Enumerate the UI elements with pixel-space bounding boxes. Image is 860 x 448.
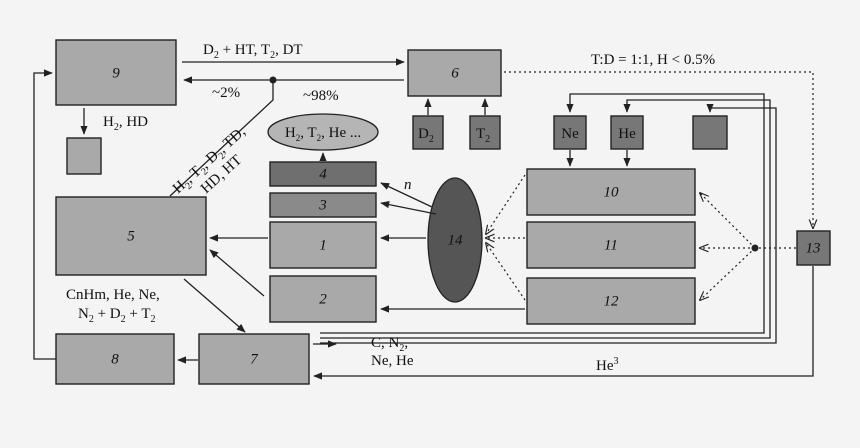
label-outputs-line1: C, N2, — [371, 335, 408, 354]
block-1-label: 1 — [319, 237, 327, 253]
block-13-label: 13 — [806, 240, 821, 256]
label-cnhm-line2: N2 + D2 + T2 — [78, 306, 156, 325]
block-12: 12 — [526, 277, 696, 325]
ellipse-products: H2, T2, He ... — [267, 113, 379, 151]
block-10-label: 10 — [604, 184, 620, 200]
svg-text:D2: D2 — [418, 126, 434, 145]
block-7: 7 — [198, 333, 310, 385]
ellipse-sub-b: 2 — [317, 133, 322, 143]
svg-text:T2: T2 — [476, 126, 490, 145]
source-ne: Ne — [553, 115, 587, 150]
block-8: 8 — [55, 333, 175, 385]
source-t2: T2 — [469, 115, 501, 150]
block-9-label: 9 — [112, 65, 120, 81]
block-6: 6 — [407, 49, 502, 97]
block-2: 2 — [269, 275, 377, 323]
ellipse-label-b: , T — [300, 125, 316, 141]
connectors — [33, 58, 813, 380]
source-t2-label: T — [476, 126, 485, 142]
block-9: 9 — [55, 39, 177, 106]
block-12-label: 12 — [604, 293, 620, 309]
source-he: He — [610, 115, 644, 150]
block-14-label: 14 — [448, 232, 464, 248]
ellipse-sub-a: 2 — [296, 133, 301, 143]
source-he-label: He — [618, 126, 636, 142]
label-h2-hd: H2, HD — [103, 114, 148, 133]
label-outputs-line2: Ne, He — [371, 353, 414, 369]
block-5: 5 — [55, 196, 207, 276]
block-8-label: 8 — [111, 351, 119, 367]
source-d2-label: D — [418, 126, 429, 142]
block-2-label: 2 — [319, 291, 327, 307]
label-ratio: T:D = 1:1, H < 0.5% — [591, 52, 715, 68]
ellipse-label-c: , He ... — [321, 125, 361, 141]
block-1: 1 — [269, 221, 377, 269]
label-pct98: ~98% — [303, 88, 339, 104]
block-14: 14 — [427, 177, 483, 303]
block-small-gray — [66, 137, 102, 175]
block-11-label: 11 — [604, 237, 618, 253]
block-5-label: 5 — [127, 228, 135, 244]
ellipse-label-a: H — [285, 125, 296, 141]
source-d2: D2 — [412, 115, 444, 150]
source-d2-sub: 2 — [429, 134, 434, 145]
svg-text:H2, T2, He ...: H2, T2, He ... — [285, 125, 361, 143]
block-3: 3 — [269, 192, 377, 218]
block-7-label: 7 — [250, 351, 259, 367]
block-6-label: 6 — [451, 65, 459, 81]
label-n: n — [404, 177, 412, 193]
source-unlabeled — [692, 115, 728, 150]
label-he3: He3 — [596, 356, 619, 374]
source-t2-sub: 2 — [485, 134, 490, 145]
block-11: 11 — [526, 221, 696, 269]
label-cnhm-line1: CnHm, He, Ne, — [66, 287, 160, 303]
block-4-label: 4 — [319, 166, 327, 182]
label-pct2: ~2% — [212, 85, 240, 101]
label-top-flow: D2 + HT, T2, DT — [203, 42, 303, 61]
block-3-label: 3 — [318, 197, 327, 213]
source-ne-label: Ne — [561, 126, 579, 142]
block-4: 4 — [269, 161, 377, 187]
block-10: 10 — [526, 168, 696, 216]
block-13: 13 — [796, 230, 831, 266]
